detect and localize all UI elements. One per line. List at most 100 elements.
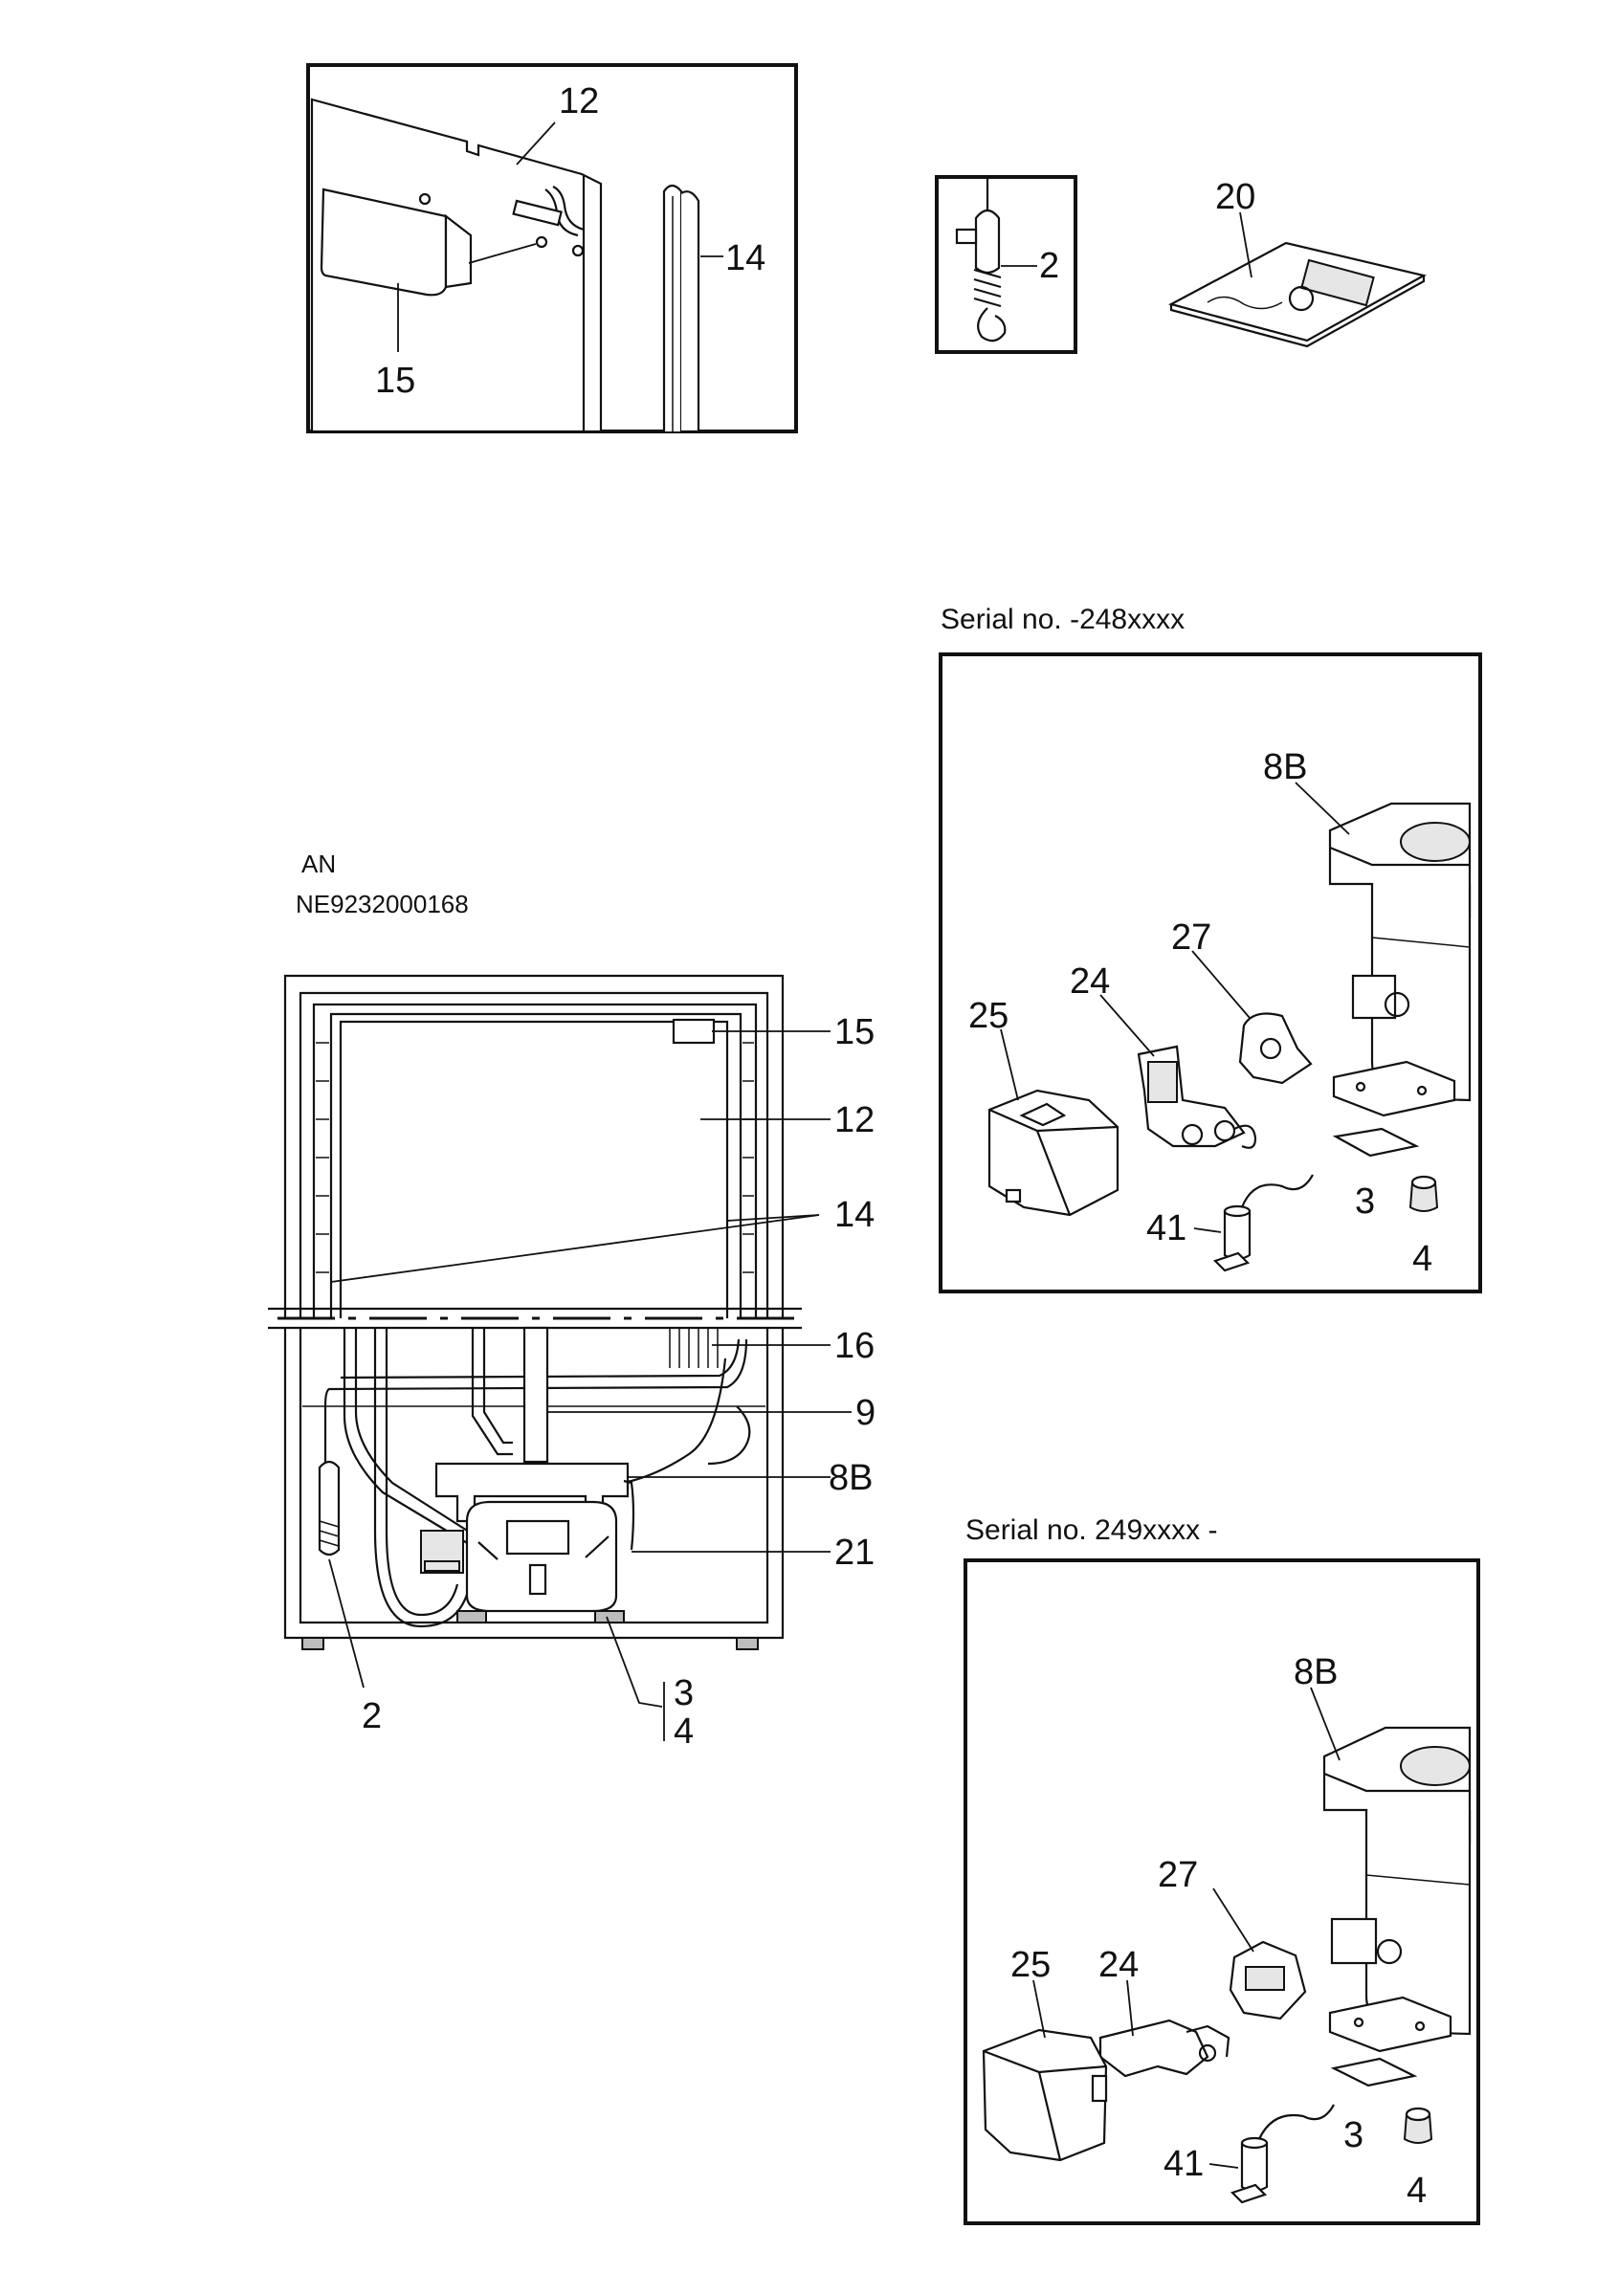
caption-part-number: NE9232000168: [296, 890, 469, 918]
detail-b-tray-well: [1400, 1746, 1471, 1786]
detail-a-mount-hole-2: [1416, 1085, 1428, 1096]
detail-a-label-capacitor: 41: [1146, 1208, 1186, 1248]
pipe-9-branch: [471, 1328, 513, 1456]
shelf-holder-side: [444, 213, 473, 289]
door-detail-panel: 12 14 15: [306, 63, 798, 433]
detail-b-clip: [1330, 2057, 1418, 2087]
detail-b-label-capacitor: 41: [1164, 2144, 1204, 2184]
detail-a-capacitor: [1223, 1209, 1252, 1261]
detail-a-bracket-block: [1147, 1061, 1178, 1103]
foot-left: [301, 1637, 324, 1650]
detail-a-cover-edges: [988, 1108, 1119, 1216]
detail-a-bracket-ring-2: [1213, 1119, 1236, 1142]
suction-pipe: [522, 1326, 549, 1464]
detail-a-label-relay: 27: [1171, 917, 1211, 958]
booklet-figure: [1288, 285, 1315, 312]
detail-b-leader-41: [1208, 2163, 1239, 2169]
detail-b-terminal: [1376, 1938, 1403, 1965]
detail-a-label-grommet: 4: [1412, 1239, 1432, 1279]
detail-a-relay-core: [1259, 1037, 1282, 1060]
detail-b-cover-tab: [1091, 2074, 1108, 2103]
pipe-right-loop: [707, 1405, 751, 1466]
detail-a-grommet: [1408, 1181, 1439, 1212]
detail-a-leader-25: [1000, 1028, 1019, 1101]
detail-a-panel: 8B 27 24 25 3 4 41: [939, 652, 1482, 1293]
lower-cabinet: [283, 1328, 785, 1640]
detail-a-compressor-seam: [1371, 937, 1471, 948]
detail-a-clip: [1332, 1127, 1420, 1158]
sensor-clip: [955, 228, 978, 245]
detail-a-bracket-ring-1: [1181, 1123, 1204, 1146]
booklet-item: 20: [1168, 177, 1428, 348]
shelf-holder-drawing: [320, 188, 448, 297]
plate-slot: [512, 199, 563, 227]
detail-a-label-clip: 3: [1355, 1181, 1375, 1222]
detail-b-compressor-body: [1364, 1810, 1472, 2036]
detail-a-leader-27: [1191, 950, 1251, 1019]
main-unit-drawing: 15 12 14 16 9 8B 21 2 3 4: [268, 974, 875, 1752]
detail-a-mount-hole-1: [1355, 1081, 1366, 1093]
label-main-holder: 15: [834, 1012, 875, 1052]
leader-20: [1239, 211, 1252, 278]
detail-a-leader-41: [1193, 1227, 1222, 1233]
detail-a-leader-8B: [1295, 782, 1350, 835]
lower-cabinet-inner: [299, 1328, 769, 1624]
compressor-foot-left: [456, 1610, 487, 1623]
detail-a-cover: [987, 1089, 1119, 1217]
detail-a-tray-edge: [1329, 846, 1470, 867]
detail-b-leader-8B: [1310, 1687, 1341, 1761]
detail-a-label-compressor: 8B: [1263, 747, 1307, 787]
detail-a-label-cover: 25: [968, 996, 1008, 1036]
compressor-pipe-b: [585, 1535, 610, 1558]
label-main-pipe: 9: [855, 1393, 875, 1433]
detail-b-leader-25: [1032, 1979, 1046, 2039]
detail-b-capacitor-wire: [1258, 2104, 1335, 2140]
holder-block: [672, 1018, 716, 1045]
label-main-plate: 12: [834, 1100, 875, 1140]
drain-pipe: [623, 1479, 635, 1551]
booklet-box: [1300, 258, 1375, 307]
label-main-sensor: 2: [362, 1696, 382, 1736]
detail-b-bracket-arm: [1186, 2024, 1230, 2058]
label-main-drain: 21: [834, 1533, 875, 1573]
compressor-tray: [434, 1462, 630, 1523]
cabinet-outer: [283, 974, 785, 1318]
detail-b-capacitor-tab: [1230, 2183, 1268, 2204]
sensor-spring: [973, 268, 1002, 308]
foot-right: [736, 1637, 759, 1650]
detail-a-capacitor-top: [1223, 1204, 1252, 1218]
detail-a-label-bracket: 24: [1070, 961, 1110, 1002]
detail-a-capacitor-tab: [1212, 1251, 1251, 1272]
compressor-label: [505, 1519, 570, 1556]
caption-model-code: AN: [301, 850, 336, 878]
relay-terminals: [424, 1560, 460, 1572]
condenser-tubes: [669, 1328, 719, 1368]
leader-14b: [726, 1214, 820, 1222]
detail-a-terminal: [1384, 991, 1410, 1018]
door-seal-lip: [680, 190, 700, 433]
holder-arrow: [468, 243, 537, 264]
detail-a-cover-tab: [1005, 1188, 1022, 1203]
leader-14a: [330, 1214, 820, 1283]
detail-b-bracket: [1098, 2019, 1209, 2078]
condenser-loop: [323, 1338, 748, 1473]
detail-b-grommet: [1403, 2113, 1433, 2144]
detail-b-frame: [964, 1558, 1480, 2225]
detail-b-bracket-ring: [1198, 2043, 1217, 2063]
seal-inner-line: [329, 1012, 743, 1318]
compressor-terminal: [528, 1563, 547, 1596]
detail-b-label-bracket: 24: [1098, 1945, 1139, 1985]
label-main-foot-a: 3: [674, 1673, 694, 1713]
detail-b-cover-edges: [983, 2049, 1107, 2161]
detail-b-leader-27: [1212, 1888, 1254, 1953]
detail-b-label-relay: 27: [1158, 1855, 1198, 1895]
label-evaporator-plate: 12: [559, 81, 599, 121]
label-main-foot-b: 4: [674, 1711, 694, 1752]
detail-a-grommet-top: [1410, 1175, 1437, 1190]
pipe-right: [611, 1358, 727, 1487]
detail-b-label-compressor: 8B: [1294, 1652, 1338, 1692]
thermostat-frame: [935, 175, 1077, 354]
label-main-condenser: 16: [834, 1326, 875, 1366]
